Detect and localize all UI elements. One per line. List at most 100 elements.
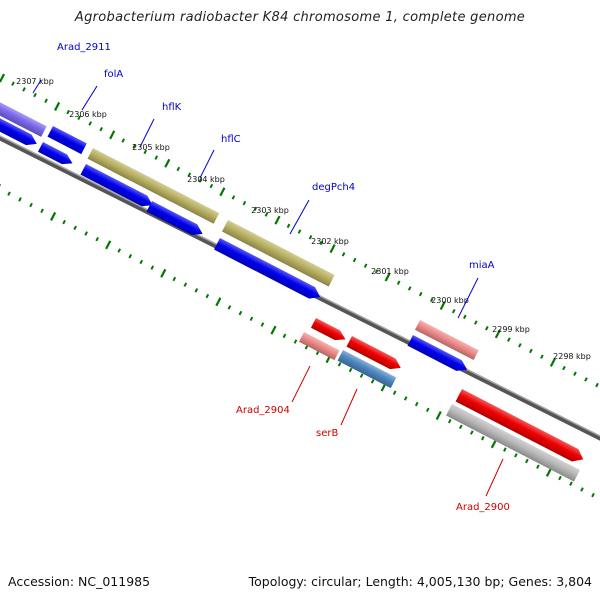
forward-tick-mark xyxy=(164,158,171,168)
forward-tick-mark xyxy=(132,144,137,149)
genome-summary-text: Topology: circular; Length: 4,005,130 bp… xyxy=(248,574,592,589)
forward-tick-mark xyxy=(429,297,434,303)
forward-tick-mark xyxy=(595,382,599,388)
position-tick-label: 2303 kbp xyxy=(251,206,289,215)
reverse-tick-mark xyxy=(558,475,562,481)
reverse-tick-mark xyxy=(215,297,222,307)
reverse-tick-mark xyxy=(481,436,485,441)
reverse-tick-mark xyxy=(29,202,33,208)
gene-bar[interactable] xyxy=(222,220,335,287)
label-leader-line xyxy=(457,277,479,319)
gene-label[interactable]: Arad_2911 xyxy=(57,42,111,53)
label-leader-line xyxy=(81,85,98,111)
label-leader-line xyxy=(139,118,155,148)
position-tick-label: 2299 kbp xyxy=(492,325,530,334)
gene-bar[interactable] xyxy=(87,148,220,224)
gene-bar[interactable] xyxy=(414,320,479,361)
forward-tick-mark xyxy=(341,252,346,257)
reverse-tick-mark xyxy=(490,439,497,449)
reverse-tick-mark xyxy=(545,467,552,477)
label-leader-line xyxy=(291,365,311,403)
gene-arrow[interactable] xyxy=(455,389,584,462)
position-tick-label: 2301 kbp xyxy=(371,267,409,276)
reverse-tick-mark xyxy=(392,390,397,395)
gene-label[interactable]: degPch4 xyxy=(312,182,355,193)
forward-tick-mark xyxy=(297,229,302,234)
gene-label[interactable]: folA xyxy=(104,69,123,80)
reverse-tick-mark xyxy=(260,322,265,327)
forward-tick-mark xyxy=(374,269,379,274)
gene-label[interactable]: serB xyxy=(316,428,338,439)
forward-tick-mark xyxy=(253,206,258,212)
reverse-tick-mark xyxy=(172,276,177,282)
forward-tick-mark xyxy=(418,291,423,297)
forward-tick-mark xyxy=(439,300,446,310)
gene-bar[interactable] xyxy=(298,332,340,361)
gene-arrow[interactable] xyxy=(407,335,468,371)
forward-tick-mark xyxy=(219,187,226,197)
reverse-tick-mark xyxy=(238,310,243,316)
reverse-tick-mark xyxy=(580,487,584,492)
forward-tick-mark xyxy=(264,212,269,217)
position-tick-label: 2306 kbp xyxy=(69,110,107,119)
forward-tick-mark xyxy=(286,223,291,229)
forward-tick-mark xyxy=(485,326,489,331)
gene-arrow[interactable] xyxy=(214,238,321,299)
reverse-tick-mark xyxy=(7,191,11,196)
gene-label[interactable]: hflC xyxy=(221,134,241,145)
label-leader-line xyxy=(32,79,42,94)
forward-tick-mark xyxy=(242,200,247,206)
gene-bar[interactable] xyxy=(47,126,87,155)
gene-arrow[interactable] xyxy=(80,164,153,207)
forward-tick-mark xyxy=(518,343,522,348)
reverse-tick-mark xyxy=(270,325,277,335)
reverse-tick-mark xyxy=(315,350,320,356)
gene-arrow[interactable] xyxy=(146,201,203,236)
label-leader-line xyxy=(340,388,358,426)
reverse-tick-mark xyxy=(105,240,112,250)
accession-text: Accession: NC_011985 xyxy=(8,574,151,589)
reverse-tick-mark xyxy=(50,211,57,221)
forward-tick-mark xyxy=(274,215,281,225)
gene-arrow[interactable] xyxy=(0,112,37,146)
forward-tick-mark xyxy=(507,337,511,342)
forward-tick-mark xyxy=(494,329,501,339)
reverse-tick-mark xyxy=(293,339,298,344)
forward-tick-mark xyxy=(462,314,467,320)
forward-tick-mark xyxy=(143,149,148,155)
gene-bar[interactable] xyxy=(446,404,580,482)
gene-arrow[interactable] xyxy=(37,142,73,165)
reverse-tick-mark xyxy=(337,362,342,367)
forward-tick-mark xyxy=(88,121,92,126)
position-tick-label: 2307 kbp xyxy=(16,77,54,86)
reverse-tick-mark xyxy=(84,231,88,236)
forward-tick-mark xyxy=(154,155,159,160)
forward-tick-mark xyxy=(209,183,214,189)
gene-label[interactable]: Arad_2900 xyxy=(456,502,510,513)
forward-tick-mark xyxy=(562,365,566,371)
gene-arrow[interactable] xyxy=(310,318,346,341)
forward-tick-mark xyxy=(121,138,126,143)
reverse-tick-mark xyxy=(370,379,375,384)
reverse-tick-mark xyxy=(414,401,419,407)
reverse-tick-mark xyxy=(403,396,408,401)
reverse-tick-mark xyxy=(470,430,474,435)
gene-bar[interactable] xyxy=(337,350,397,389)
gene-label[interactable]: miaA xyxy=(469,260,495,271)
gene-label[interactable]: hflK xyxy=(162,102,182,113)
reverse-tick-mark xyxy=(150,265,155,270)
gene-bar[interactable] xyxy=(0,96,47,137)
forward-tick-mark xyxy=(529,348,533,354)
forward-tick-mark xyxy=(308,235,313,240)
gene-arrow[interactable] xyxy=(346,336,401,370)
forward-tick-mark xyxy=(396,280,401,285)
forward-tick-mark xyxy=(540,354,544,359)
reverse-tick-mark xyxy=(183,282,188,287)
label-leader-line xyxy=(485,458,504,497)
reverse-tick-mark xyxy=(569,481,573,486)
gene-label[interactable]: Arad_2904 xyxy=(236,405,290,416)
reverse-tick-mark xyxy=(282,333,287,339)
reverse-tick-mark xyxy=(525,458,529,464)
forward-tick-mark xyxy=(109,130,116,140)
